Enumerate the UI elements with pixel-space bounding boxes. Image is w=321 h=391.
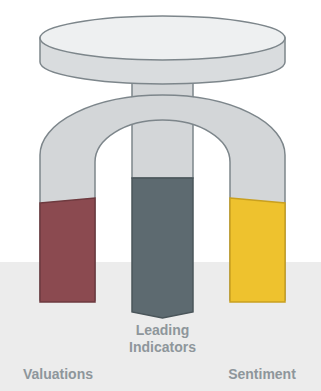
middle-leg	[132, 178, 193, 318]
seat-top	[40, 16, 285, 60]
leg-label: Sentiment	[207, 366, 317, 383]
leg-label: Leading Indicators	[113, 322, 213, 356]
right-leg	[230, 198, 285, 302]
left-leg	[40, 198, 95, 302]
leg-label: Valuations	[3, 366, 113, 383]
